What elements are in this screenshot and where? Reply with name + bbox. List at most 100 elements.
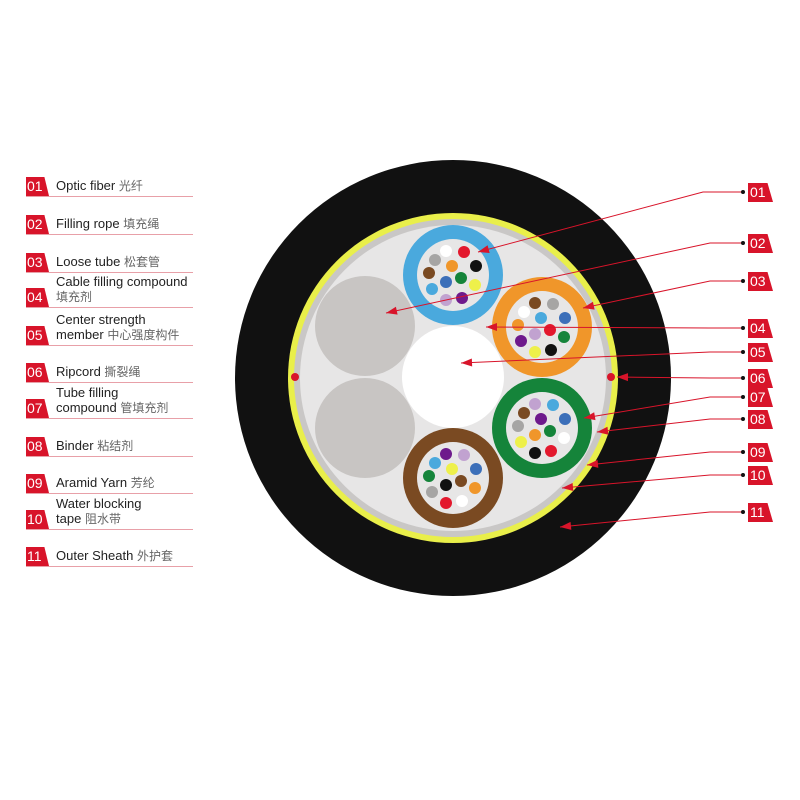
optic-fiber — [440, 479, 452, 491]
optic-fiber — [426, 283, 438, 295]
arrow-head-icon — [461, 358, 473, 367]
callout-number: 11 — [748, 503, 773, 522]
leader-dot — [741, 279, 745, 283]
arrow-head-icon — [617, 373, 629, 382]
leader-dot — [741, 190, 745, 194]
callout-number: 09 — [748, 443, 773, 462]
optic-fiber — [440, 448, 452, 460]
optic-fiber — [423, 267, 435, 279]
legend-label-cn: 粘结剂 — [97, 439, 134, 453]
optic-fiber — [512, 319, 524, 331]
legend-label: Binder 粘结剂 — [56, 438, 133, 454]
optic-fiber — [547, 298, 559, 310]
legend-label: Filling rope 填充绳 — [56, 216, 159, 232]
legend-number: 07 — [26, 399, 49, 418]
legend-label-cn: 阻水带 — [84, 512, 121, 526]
optic-fiber — [518, 407, 530, 419]
optic-fiber — [544, 425, 556, 437]
legend-item: 02 Filling rope 填充绳 — [26, 200, 193, 235]
legend-label-en: Cable filling compound — [56, 274, 188, 289]
legend-label-cn: 中心强度构件 — [107, 328, 180, 342]
optic-fiber — [558, 432, 570, 444]
arrow-head-icon — [560, 521, 572, 530]
legend-label-en-line2: member — [56, 327, 104, 342]
legend-item: 01 Optic fiber 光纤 — [26, 162, 193, 197]
arrow-head-icon — [478, 245, 490, 254]
legend-label-en: Loose tube — [56, 254, 121, 269]
optic-fiber — [529, 429, 541, 441]
leader-line — [385, 242, 743, 314]
optic-fiber — [529, 346, 541, 358]
optic-fiber — [559, 312, 571, 324]
callout-number: 06 — [748, 369, 773, 388]
legend-number: 04 — [26, 288, 49, 307]
leader-dot — [741, 376, 745, 380]
leader-line — [583, 396, 743, 419]
arrow-head-icon — [386, 306, 398, 315]
leader-dot — [741, 241, 745, 245]
optic-fiber — [426, 486, 438, 498]
callout-number: 02 — [748, 234, 773, 253]
center-strength-member — [402, 326, 504, 428]
legend-label-en-line2: tape — [56, 511, 82, 526]
optic-fiber — [429, 457, 441, 469]
optic-fiber — [423, 470, 435, 482]
legend-label-cn: 松套管 — [123, 255, 160, 269]
legend-number: 10 — [26, 510, 49, 529]
optic-fiber — [518, 306, 530, 318]
legend-label-en-line1: Water blocking — [56, 496, 142, 511]
legend-item: 03 Loose tube 松套管 — [26, 238, 193, 273]
leader-dot — [741, 450, 745, 454]
filling-rope — [315, 378, 415, 478]
legend-label-cn: 填充剂 — [56, 290, 93, 304]
legend-item: 09 Aramid Yarn 芳纶 — [26, 459, 193, 494]
legend-label-en-line1: Tube filling — [56, 385, 119, 400]
callout-number: 07 — [748, 388, 773, 407]
leader-dot — [741, 350, 745, 354]
optic-fiber — [512, 420, 524, 432]
leader-dot — [741, 417, 745, 421]
optic-fiber — [469, 279, 481, 291]
optic-fiber — [545, 344, 557, 356]
optic-fiber — [544, 324, 556, 336]
leader-line — [586, 451, 743, 466]
leader-line — [582, 280, 743, 309]
optic-fiber — [558, 331, 570, 343]
callout-number: 08 — [748, 410, 773, 429]
optic-fiber — [456, 495, 468, 507]
optic-fiber — [529, 328, 541, 340]
callout-number: 10 — [748, 466, 773, 485]
callout-number: 04 — [748, 319, 773, 338]
legend-label: Optic fiber 光纤 — [56, 178, 143, 194]
leader-line — [559, 511, 743, 528]
callout-number: 05 — [748, 343, 773, 362]
arrow-head-icon — [597, 426, 609, 435]
legend-number: 08 — [26, 437, 49, 456]
callout-number: 03 — [748, 272, 773, 291]
optic-fiber — [446, 463, 458, 475]
leader-dot — [741, 510, 745, 514]
optic-fiber — [458, 246, 470, 258]
optic-fiber — [455, 272, 467, 284]
leader-line — [485, 326, 743, 329]
optic-fiber — [456, 292, 468, 304]
legend-label-en-line2: compound — [56, 400, 117, 415]
leader-line — [460, 351, 743, 364]
legend-number: 03 — [26, 253, 49, 272]
arrow-head-icon — [583, 301, 595, 310]
optic-fiber — [547, 399, 559, 411]
optic-fiber — [440, 276, 452, 288]
optic-fiber — [515, 436, 527, 448]
leader-line — [616, 376, 743, 379]
leader-dot — [741, 395, 745, 399]
